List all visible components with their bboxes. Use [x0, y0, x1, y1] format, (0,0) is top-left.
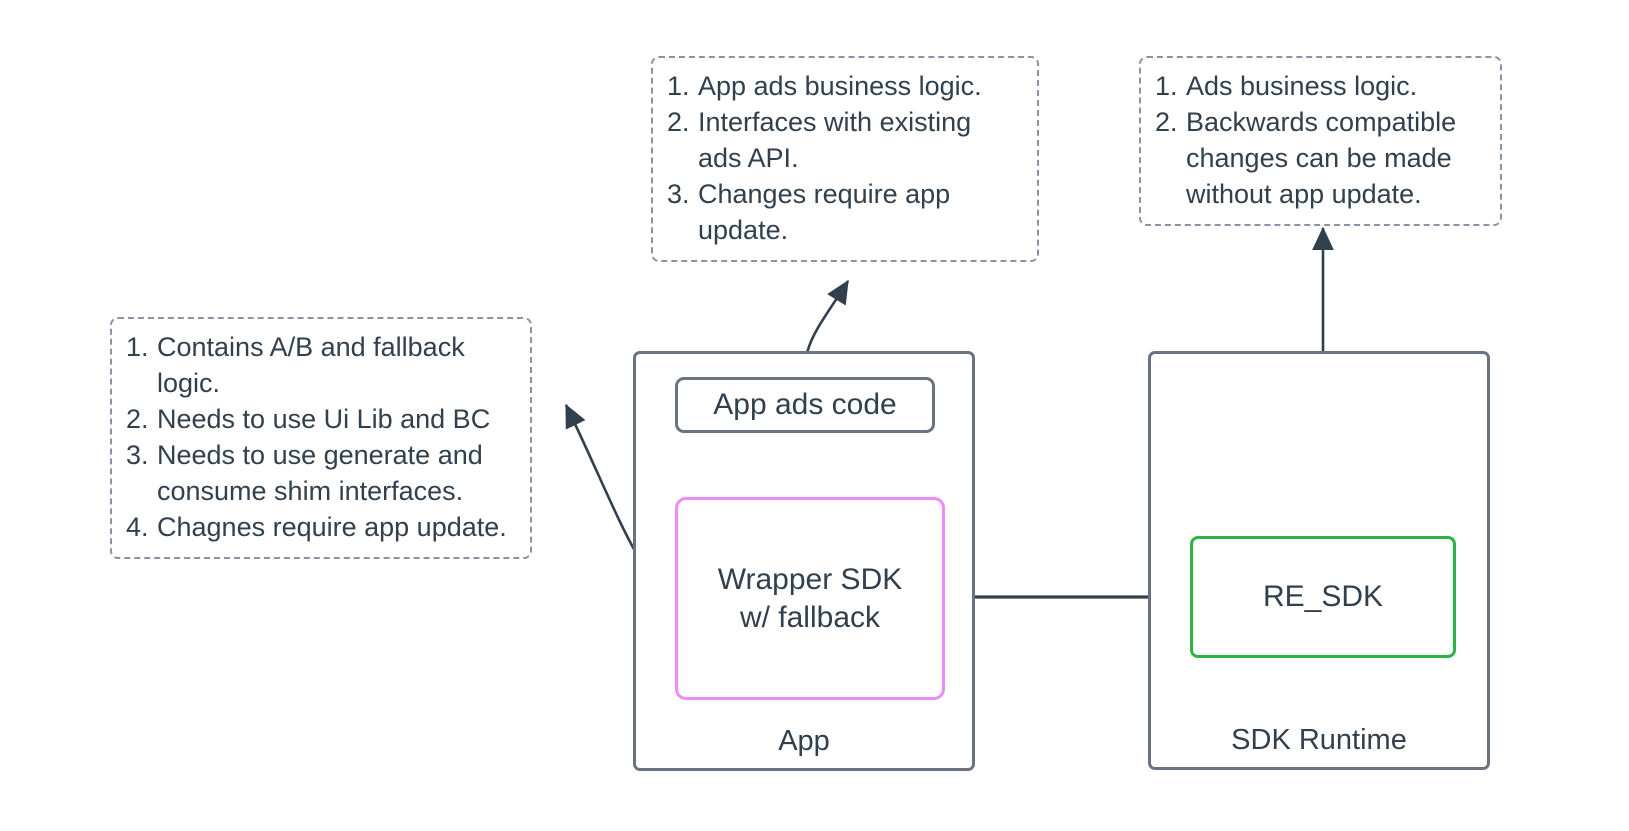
re-sdk-note: Ads business logic. Backwards compatible… [1139, 56, 1502, 226]
note-item: Needs to use generate and consume shim i… [126, 437, 483, 506]
wrapper-sdk-note-list: Contains A/B and fallback logic. Needs t… [126, 329, 516, 545]
wrapper-sdk-note: Contains A/B and fallback logic. Needs t… [110, 317, 532, 559]
re-sdk-note-list: Ads business logic. Backwards compatible… [1155, 68, 1486, 212]
app-ads-code-note-list: App ads business logic. Interfaces with … [667, 68, 1023, 248]
note-item: Ads business logic. [1155, 68, 1418, 104]
note-item: Contains A/B and fallback logic. [126, 329, 465, 398]
app-ads-code-note: App ads business logic. Interfaces with … [651, 56, 1039, 262]
note-item: Chagnes require app update. [126, 509, 507, 545]
app-container-label: App [778, 725, 830, 757]
wrapper-sdk-node[interactable]: Wrapper SDK w/ fallback [675, 497, 945, 700]
app-ads-code-node[interactable]: App ads code [675, 377, 935, 433]
note-item: App ads business logic. [667, 68, 982, 104]
sdk-runtime-container-label: SDK Runtime [1231, 724, 1407, 756]
note-item: Backwards compatible changes can be made… [1155, 104, 1457, 209]
re-sdk-node[interactable]: RE_SDK [1190, 536, 1456, 658]
note-item: Interfaces with existing ads API. [667, 104, 972, 173]
note-item: Changes require app update. [667, 176, 951, 245]
note-item: Needs to use Ui Lib and BC [126, 401, 491, 437]
